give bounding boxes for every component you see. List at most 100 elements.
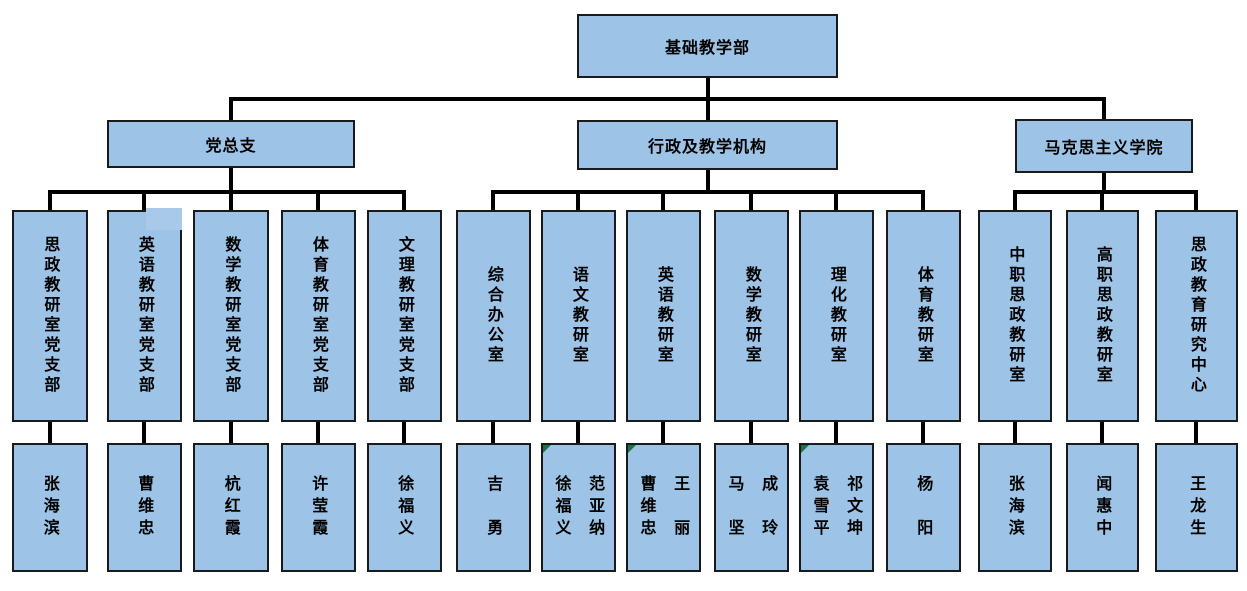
dept-label: 思政教育研究中心 [1187,236,1207,396]
connector-line [491,422,495,443]
connector-line [48,193,52,211]
org-node-root: 基础教学部 [577,14,838,78]
connector-line [229,168,233,190]
org-node-dept: 数学教研室 [714,210,789,422]
org-node-dept: 思政教育研究中心 [1155,210,1238,422]
org-node-person: 杨 阳 [886,443,961,572]
dept-label: 文理教研室党支部 [395,236,415,396]
org-node-dept: 英语教研室 [626,210,701,422]
org-node-branch-party: 党总支 [107,120,355,168]
connector-line [229,193,233,211]
comment-marker-icon [628,445,636,453]
dept-label: 理化教研室 [827,266,847,366]
connector-line [749,193,753,211]
connector-line [921,422,925,443]
org-node-person: 张海滨 [12,443,88,572]
connector-line [491,190,925,194]
comment-marker-icon [801,445,809,453]
connector-line [491,193,495,211]
person-name: 徐福义 范亚纳 [552,474,606,541]
dept-label: 语文教研室 [569,266,589,366]
org-node-person: 吉 勇 [456,443,531,572]
connector-line [706,170,710,190]
connector-line [576,193,580,211]
org-node-person: 张海滨 [978,443,1052,572]
connector-line [1102,100,1106,119]
org-node-person: 袁雪平 祁文坤 [799,443,874,572]
connector-line [1100,193,1104,211]
person-name: 王龙生 [1187,474,1207,541]
branch-label: 党总支 [205,136,257,155]
connector-line [834,193,838,211]
connector-line [316,422,320,443]
render-artifact [146,208,182,230]
connector-line [229,97,1106,101]
connector-line [142,193,146,211]
org-node-person: 马 坚 成 玲 [714,443,789,572]
dept-label: 体育教研室 [914,266,934,366]
connector-line [229,422,233,443]
org-node-person: 闻惠中 [1066,443,1139,572]
org-node-dept: 中职思政教研室 [978,210,1052,422]
person-name: 张海滨 [1005,474,1025,541]
person-name: 曹维忠 [135,474,155,541]
connector-line [706,78,710,97]
person-name: 马 坚 成 玲 [725,474,779,541]
connector-line [229,100,233,120]
org-node-dept: 体育教研室党支部 [281,210,356,422]
person-name: 曹维忠 王 丽 [637,474,691,541]
person-name: 袁雪平 祁文坤 [810,474,864,541]
connector-line [749,422,753,443]
org-node-dept: 英语教研室党支部 [107,208,182,422]
dept-label: 英语教研室 [654,266,674,366]
org-node-dept: 思政教研室党支部 [12,210,88,422]
branch-label: 行政及教学机构 [647,137,767,156]
org-node-person: 许莹霞 [281,443,356,572]
person-name: 闻惠中 [1093,474,1113,541]
org-node-dept: 文理教研室党支部 [367,210,442,422]
person-name: 杭红霞 [221,474,241,541]
org-node-person: 徐福义 范亚纳 [541,443,616,572]
person-name: 吉 勇 [484,474,504,541]
org-node-dept: 理化教研室 [799,210,874,422]
connector-line [48,422,52,443]
person-name: 徐福义 [395,474,415,541]
connector-line [921,193,925,211]
comment-marker-icon [543,445,551,453]
connector-line [402,422,406,443]
connector-line [1013,190,1198,194]
connector-line [576,422,580,443]
connector-line [48,190,406,194]
dept-label: 英语教研室党支部 [135,236,155,396]
connector-line [142,422,146,443]
person-name: 杨 阳 [914,474,934,541]
org-node-person: 曹维忠 王 丽 [626,443,701,572]
connector-line [1194,193,1198,211]
connector-line [402,193,406,211]
org-node-person: 曹维忠 [107,443,182,572]
org-node-dept: 高职思政教研室 [1066,210,1139,422]
org-node-person: 王龙生 [1155,443,1238,572]
person-name: 许莹霞 [309,474,329,541]
org-node-person: 杭红霞 [193,443,269,572]
org-node-branch-admin: 行政及教学机构 [577,120,838,170]
connector-line [1194,422,1198,443]
org-node-dept: 数学教研室党支部 [193,210,269,422]
dept-label: 思政教研室党支部 [41,236,61,396]
connector-line [661,422,665,443]
dept-label: 数学教研室 [742,266,762,366]
connector-line [1102,173,1106,190]
dept-label: 体育教研室党支部 [309,236,329,396]
connector-line [1013,193,1017,211]
dept-label: 综合办公室 [484,266,504,366]
org-node-dept: 语文教研室 [541,210,616,422]
org-node-dept: 体育教研室 [886,210,961,422]
dept-label: 高职思政教研室 [1093,246,1113,386]
org-node-dept: 综合办公室 [456,210,531,422]
connector-line [834,422,838,443]
connector-line [1013,422,1017,443]
person-name: 张海滨 [40,474,60,541]
connector-line [661,193,665,211]
connector-line [1100,422,1104,443]
